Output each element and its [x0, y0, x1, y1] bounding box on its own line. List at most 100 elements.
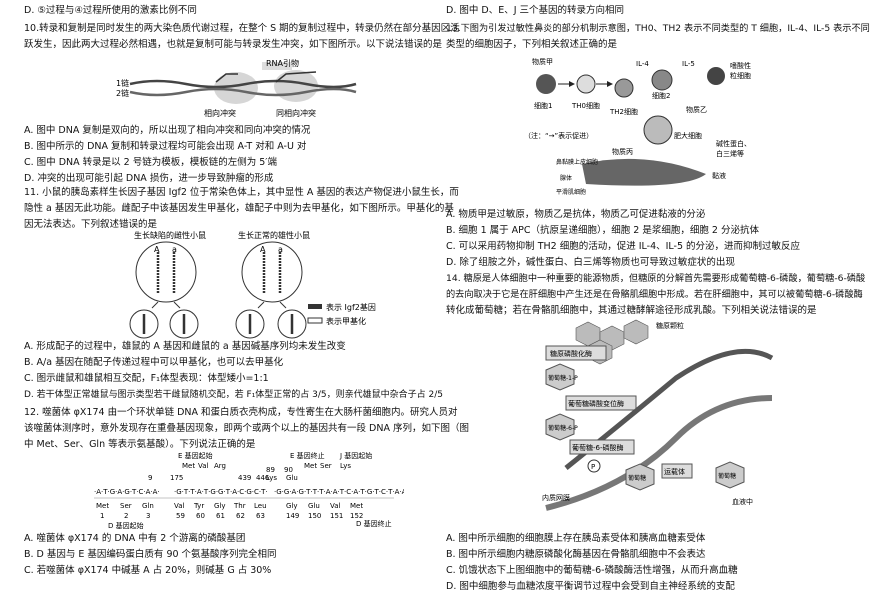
q12-bottom-aa: Val — [174, 502, 185, 510]
q12-top-amino-acids: Met Val Arg Lys Glu Met Ser Lys — [182, 462, 351, 482]
q12-bottom-num: 1 — [100, 512, 104, 520]
q11-methylation-figure: 生长缺陷的雌性小鼠 生长正常的雄性小鼠 A a A a 表示 Igf2基因 表示… — [129, 230, 376, 339]
q11-gene-a-right: a — [278, 245, 283, 254]
q10-option-b: B. 图中所示的 DNA 复制和转录过程均可能会出现 A-T 对和 A-U 对 — [24, 141, 307, 152]
q12-d-end: D 基因终止 — [356, 519, 392, 528]
q12-bottom-aa: Gln — [142, 502, 154, 510]
q14-glucose-inner: 葡萄糖 — [628, 474, 646, 482]
q10-stem-line2: 跃发生，因此两大过程必然相遇，也就是复制可能与转录发生冲突，如下图所示。以下说法… — [24, 39, 443, 50]
q13-substance-b: 物质乙 — [686, 105, 707, 114]
q10-co-directional-label: 同相向冲突 — [276, 108, 316, 118]
q12-d-start: D 基因起始 — [108, 521, 144, 530]
q12-bottom-aa: Ser — [120, 502, 132, 510]
q14-option-a: A. 图中所示细胞的细胞膜上存在胰岛素受体和胰高血糖素受体 — [446, 533, 706, 544]
q14-g6pase: 葡萄糖-6-磷酸酶 — [572, 443, 624, 452]
q12-seq-segment3: ·G·G·A·G·T·T·T·A·A·T·C·A·T·G·T·C·T·A·A·T… — [274, 488, 404, 496]
q11-left-title: 生长缺陷的雌性小鼠 — [134, 230, 206, 240]
q12-stem-line3: 中 Met、Ser、Gln 等表示氨基酸）。下列说法正确的是 — [24, 439, 256, 450]
q12-top-aa: Lys — [266, 474, 277, 482]
q12-option-b: B. D 基因与 E 基因编码蛋白质有 90 个氨基酸序列完全相同 — [24, 549, 277, 560]
q11-legend-gene: 表示 Igf2基因 — [326, 302, 376, 312]
q12-bottom-num: 62 — [236, 512, 245, 520]
q12-bottom-aa: Met — [350, 502, 363, 510]
q13-gland: 腺体 — [560, 174, 572, 182]
q12-num-175: 175 — [170, 474, 183, 482]
q13-th0: TH0细胞 — [571, 101, 600, 110]
q10-strand1-label: 1链 — [116, 78, 129, 88]
q12-j-start: J 基因起始 — [339, 451, 372, 460]
q14-glucose-outer: 葡萄糖 — [718, 472, 736, 480]
q12-bottom-num: 150 — [308, 512, 321, 520]
q12-num-439: 439 — [238, 474, 251, 482]
q12-bottom-num: 2 — [124, 512, 128, 520]
q14-g1p: 葡萄糖-1-P — [548, 374, 578, 382]
q11-stem-line3: 因无法表达。下列叙述错误的是 — [24, 219, 158, 230]
q11-legend-methyl: 表示甲基化 — [326, 316, 366, 326]
q14-glycogen-figure: 糖原颗粒 糖原磷酸化酶 葡萄糖-1-P 葡萄糖磷酸变位酶 葡萄糖-6-P 葡萄糖… — [542, 319, 774, 511]
q12-bottom-aa: Glu — [308, 502, 320, 510]
q12-top-aa: Met — [304, 462, 317, 470]
q14-stem-line2: 的去向取决于它是在肝细胞中产生还是在骨骼肌细胞中形成。若在肝细胞中，其可以被葡萄… — [446, 289, 863, 300]
q14-transporter: 运载体 — [664, 467, 685, 476]
q14-phosphorylase: 糖原磷酸化酶 — [550, 349, 592, 358]
q11-option-c: C. 图示雌鼠和雄鼠相互交配，F₁体型表现：体型矮小=1:1 — [24, 373, 269, 384]
q13-option-c: C. 可以采用药物抑制 TH2 细胞的活动，促进 IL-4、IL-5 的分泌，进… — [446, 241, 801, 252]
q13-option-b: B. 细胞 1 属于 APC（抗原呈递细胞），细胞 2 是浆细胞，细胞 2 分泌… — [446, 225, 759, 236]
q14-option-c: C. 饥饿状态下上图细胞中的葡萄糖-6-磷酸酶活性增强，从而升高血糖 — [446, 565, 738, 576]
q13-allergy-figure: 物质甲 细胞1 TH0细胞 TH2细胞 细胞2 IL-4 IL-5 嗜酸性 粒细… — [526, 57, 751, 196]
q10-head-on-label: 相向冲突 — [204, 108, 236, 118]
q12-bottom-num: 61 — [216, 512, 225, 520]
q12-bottom-aa: Val — [330, 502, 341, 510]
q12-num-90: 90 — [284, 466, 293, 474]
q13-note: （注：“→”表示促进） — [526, 131, 593, 140]
q12-bottom-num: 151 — [330, 512, 343, 520]
q11-stem-line2: 隐性 a 基因无此功能。雌配子中该基因发生甲基化，雄配子中则为去甲基化，如下图所… — [24, 203, 454, 214]
q11-gene-A-left: A — [154, 245, 160, 254]
q14-stem-line1: 14. 糖原是人体细胞中一种重要的能源物质，但糖原的分解首先需要形成葡萄糖-6-… — [446, 273, 866, 284]
q13-eosinophil-2: 粒细胞 — [730, 71, 751, 80]
q12-bottom-num: 152 — [350, 512, 363, 520]
q13-smooth-muscle: 平滑肌细胞 — [556, 188, 586, 196]
q13-mast-cell: 肥大细胞 — [674, 131, 702, 140]
q12-bottom-num: 60 — [196, 512, 205, 520]
q12-bottom-aa: Gly — [214, 502, 226, 510]
q11-option-a: A. 形成配子的过程中，雄鼠的 A 基因和雌鼠的 a 基因碱基序列均未发生改变 — [24, 341, 346, 352]
q12-bottom-aa: Gly — [286, 502, 298, 510]
q12-stem-line1: 12. 噬菌体 φX174 由一个环状单链 DNA 和蛋白质衣壳构成，专性寄生在… — [24, 407, 458, 418]
q13-cell2: 细胞2 — [652, 91, 670, 100]
q12-bottom-num: 3 — [146, 512, 150, 520]
q13-substance-c: 物质丙 — [612, 147, 633, 156]
q12-option-d: D. 图中 D、E、J 三个基因的转录方向相同 — [446, 5, 625, 16]
q13-eosinophil-1: 嗜酸性 — [730, 61, 751, 70]
q12-seq-segment1: ·A·T·G·A·G·T·C·A·A· — [94, 488, 160, 496]
q12-num-446: 446 — [256, 474, 270, 482]
q14-mutase: 葡萄糖磷酸变位酶 — [568, 399, 624, 408]
q13-basic-protein-2: 白三烯等 — [716, 149, 744, 158]
q13-stem-line2: 类型的细胞因子，下列相关叙述正确的是 — [446, 39, 618, 50]
q9-option-d: D. ⑤过程与④过程所使用的激素比例不同 — [24, 5, 197, 16]
q14-phosphate: P — [591, 463, 595, 471]
q12-e-end: E 基因终止 — [290, 451, 325, 460]
q12-seq-segment2: ·G·T·T·A·T·G·G·T·A·C·G·C·T· — [174, 488, 268, 496]
q13-il5: IL-5 — [682, 60, 695, 68]
q12-bottom-aa: Tyr — [193, 502, 204, 510]
q12-bottom-aa: Thr — [233, 502, 246, 510]
q12-top-aa: Glu — [286, 474, 298, 482]
q12-option-a: A. 噬菌体 φX174 的 DNA 中有 2 个游离的磷酸基团 — [24, 533, 246, 544]
q12-bottom-num: 149 — [286, 512, 299, 520]
q14-option-b: B. 图中所示细胞内糖原磷酸化酶基因在骨骼肌细胞中不会表达 — [446, 549, 706, 560]
q14-er-membrane: 内质网膜 — [542, 493, 570, 502]
q10-option-a: A. 图中 DNA 复制是双向的，所以出现了相向冲突和同向冲突的情况 — [24, 125, 311, 136]
q14-option-d: D. 图中细胞参与血糖浓度平衡调节过程中会受到自主神经系统的支配 — [446, 581, 735, 592]
q11-stem-line1: 11. 小鼠的胰岛素样生长因子基因 Igf2 位于常染色体上，其中显性 A 基因… — [24, 187, 459, 198]
q13-epithelium: 鼻黏膜上皮细胞 — [556, 158, 598, 166]
q13-mucus: 黏液 — [712, 171, 726, 180]
q12-option-c: C. 若噬菌体 φX174 中碱基 A 占 20%，则碱基 G 占 30% — [24, 565, 272, 576]
q14-stem-line3: 转化成葡萄糖；若在骨骼肌细胞中，其通过糖酵解途径形成乳酸。下列相关说法错误的是 — [446, 305, 817, 316]
q10-strand2-label: 2链 — [116, 88, 129, 98]
q12-e-start: E 基因起始 — [178, 451, 213, 460]
q12-bottom-num: 59 — [176, 512, 185, 520]
q11-gene-a-left: a — [172, 245, 177, 254]
q12-overlapping-genes-figure: E 基因起始 E 基因终止 J 基因起始 175 9 89 90 439 446… — [94, 451, 404, 530]
q10-stem-line1: 10.转录和复制是同时发生的两大染色质代谢过程，在整个 S 期的复制过程中，转录… — [24, 23, 460, 34]
